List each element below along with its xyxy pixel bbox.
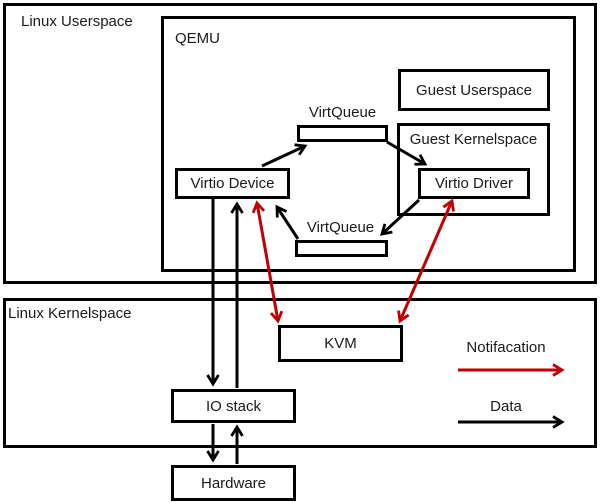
linux-kernelspace-label: Linux Kernelspace: [8, 305, 132, 322]
linux-userspace-label: Linux Userspace: [21, 13, 133, 30]
hardware-box: Hardware: [171, 465, 296, 501]
virtio-driver-box: Virtio Driver: [418, 168, 530, 199]
qemu-label: QEMU: [175, 30, 220, 47]
io-stack-box: IO stack: [171, 389, 296, 423]
virtqueue-top-label: VirtQueue: [308, 104, 377, 121]
virtio-device-box: Virtio Device: [175, 168, 290, 199]
virtqueue-bottom-label: VirtQueue: [306, 219, 375, 236]
legend-data-label: Data: [490, 398, 522, 415]
legend-notification-label: Notifacation: [466, 339, 546, 356]
virtqueue-bottom-box: [295, 240, 388, 257]
guest-userspace-box: Guest Userspace: [398, 69, 550, 111]
virtqueue-top-box: [297, 125, 388, 142]
kvm-box: KVM: [278, 325, 403, 362]
